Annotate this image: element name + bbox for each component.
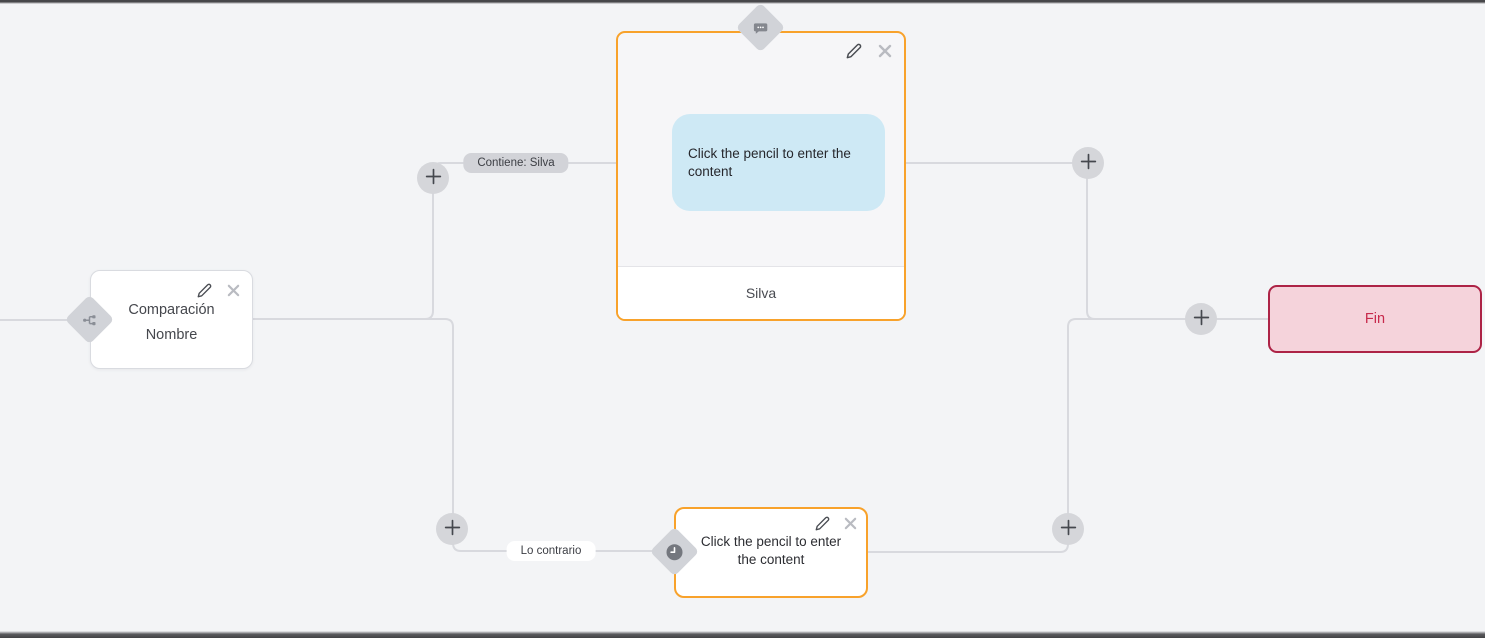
message-footer: Silva [618, 266, 904, 319]
delete-reply-button[interactable] [844, 517, 857, 533]
branch-split-icon [82, 312, 98, 328]
message-badge [735, 2, 786, 53]
add-step-button-after-message[interactable] [1072, 147, 1104, 179]
close-icon [227, 284, 240, 300]
clock-icon [665, 542, 685, 562]
add-step-button-branch-top[interactable] [417, 162, 449, 194]
reply-node[interactable]: Click the pencil to enter the content [674, 507, 868, 598]
speech-bubble-icon [752, 19, 770, 37]
reply-placeholder-text: Click the pencil to enter the content [700, 534, 842, 568]
reply-badge [649, 526, 700, 577]
add-step-button-before-end[interactable] [1185, 303, 1217, 335]
close-icon [878, 44, 892, 61]
connector-message-to-end [906, 162, 1268, 320]
plus-icon [1059, 518, 1078, 540]
pencil-icon [197, 283, 212, 301]
edit-condition-button[interactable] [197, 283, 212, 301]
message-bubble: Click the pencil to enter the content [672, 114, 885, 211]
edit-message-button[interactable] [846, 43, 862, 62]
pencil-icon [846, 43, 862, 62]
edge-label-contains[interactable]: Contiene: Silva [463, 153, 569, 173]
message-node[interactable]: Click the pencil to enter the content Si… [616, 31, 906, 321]
end-node[interactable]: Fin [1268, 285, 1482, 353]
connector-reply-to-end [868, 318, 1268, 553]
pencil-icon [815, 516, 830, 534]
delete-condition-button[interactable] [227, 284, 240, 300]
top-window-edge [0, 0, 1485, 4]
plus-icon [1192, 308, 1211, 330]
plus-icon [424, 167, 443, 189]
add-step-button-after-reply[interactable] [1052, 513, 1084, 545]
close-icon [844, 517, 857, 533]
connector-condition-to-reply [253, 318, 658, 552]
condition-node[interactable]: Comparación Nombre [90, 270, 253, 369]
message-variable-label: Silva [745, 285, 777, 301]
plus-icon [443, 518, 462, 540]
edit-reply-button[interactable] [815, 516, 830, 534]
add-step-button-branch-bottom[interactable] [436, 513, 468, 545]
condition-title-line1: Comparación [128, 302, 215, 318]
delete-message-button[interactable] [878, 44, 892, 61]
edge-label-otherwise[interactable]: Lo contrario [506, 541, 596, 561]
end-node-label: Fin [1364, 311, 1386, 327]
plus-icon [1079, 152, 1098, 174]
message-placeholder-text: Click the pencil to enter the content [688, 145, 851, 179]
bottom-window-edge [0, 631, 1485, 638]
condition-title-line2: Nombre [145, 327, 198, 343]
condition-badge [64, 294, 115, 345]
